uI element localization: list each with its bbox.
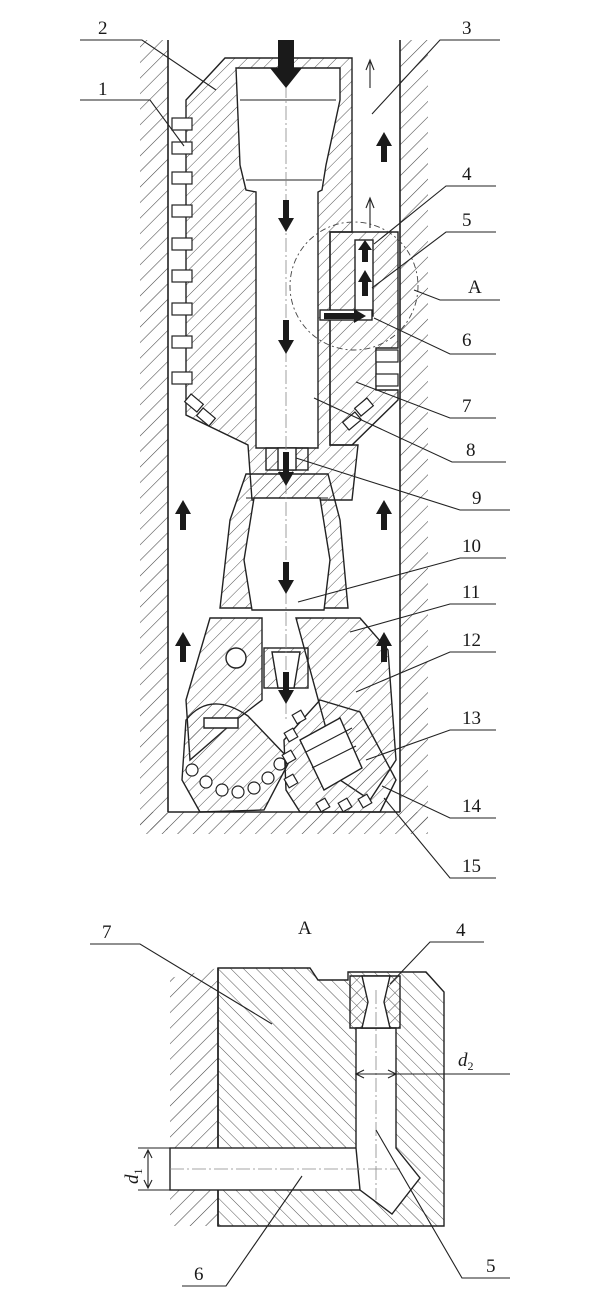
callout-14: 14 xyxy=(462,796,482,817)
dimension-d1: d1 xyxy=(122,1169,145,1185)
detail-circle-A xyxy=(289,221,419,351)
leader-lines xyxy=(80,39,510,879)
callout-3: 3 xyxy=(462,18,472,39)
main-view xyxy=(80,39,510,879)
detail-title: A xyxy=(298,918,312,939)
detail-callout-6: 6 xyxy=(194,1264,204,1285)
detail-callout-5: 5 xyxy=(486,1256,496,1277)
callout-9: 9 xyxy=(472,488,482,509)
callout-A: A xyxy=(468,277,482,298)
callout-5: 5 xyxy=(462,210,472,231)
nozzle-9 xyxy=(265,447,309,471)
bit-body xyxy=(219,473,349,611)
borehole-wall xyxy=(140,40,428,834)
callout-1: 1 xyxy=(98,79,108,100)
callout-13: 13 xyxy=(462,708,481,729)
detail-callout-7: 7 xyxy=(102,922,112,943)
callout-11: 11 xyxy=(462,582,480,603)
stabilizer-studs xyxy=(171,117,399,431)
sub-body xyxy=(185,57,399,501)
callout-8: 8 xyxy=(466,440,476,461)
callout-4: 4 xyxy=(462,164,472,185)
cone-inserts-left xyxy=(185,757,287,799)
roller-cones xyxy=(181,617,397,813)
detail-view-A xyxy=(90,941,510,1287)
callout-2: 2 xyxy=(98,18,108,39)
callout-labels: 1 2 3 4 5 A 6 7 8 9 10 11 12 13 14 15 A … xyxy=(98,18,496,1285)
callout-6: 6 xyxy=(462,330,472,351)
cone-teeth-right xyxy=(281,709,373,813)
dimension-d2: d2 xyxy=(458,1050,474,1073)
detail-callout-4: 4 xyxy=(456,920,466,941)
callout-10: 10 xyxy=(462,536,481,557)
flow-arrows xyxy=(175,40,392,704)
callout-7: 7 xyxy=(462,396,472,417)
callout-12: 12 xyxy=(462,630,481,651)
callout-15: 15 xyxy=(462,856,481,877)
